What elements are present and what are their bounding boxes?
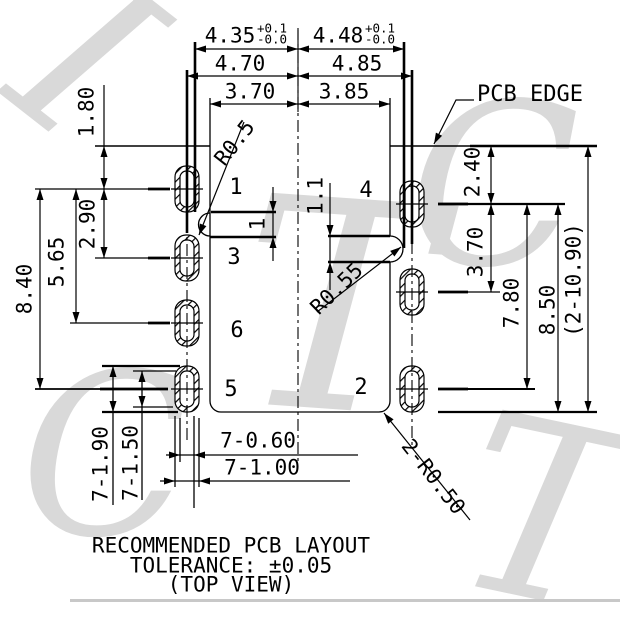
leader-r05 [198, 121, 245, 236]
dim-pad4-to-row2: 3.70 [463, 226, 488, 278]
dim-tolerance-left: +0.1 -0.0 [256, 20, 288, 46]
watermark-letter: C [408, 56, 581, 318]
extension-lines [35, 30, 597, 508]
page-divider [70, 599, 620, 602]
tol-minus: -0.0 [364, 31, 396, 46]
leader-pcb-edge [433, 99, 474, 145]
title-line3: (TOP VIEW) [167, 572, 295, 597]
dim-hole-width: 7-0.60 [220, 428, 296, 453]
corner-radius-left [197, 212, 211, 237]
dim-slot-right: 4.48 [312, 23, 364, 48]
dim-pad1-to-pad3: 2.90 [75, 198, 100, 250]
notch-radius-right [389, 235, 404, 263]
dim-pad1-to-pad6: 5.65 [44, 236, 69, 288]
pad-number-6: 6 [230, 318, 244, 343]
dim-edge-to-pad4: 2.40 [460, 146, 485, 198]
dim-pad4-to-pad2: 7.80 [499, 277, 524, 329]
dim-overall: (2-10.90) [561, 223, 586, 337]
dim-pad4-to-bottom: 8.50 [535, 284, 560, 336]
dim-shell-right: 4.85 [331, 51, 383, 76]
dim-pad-height: 7-1.90 [88, 426, 113, 502]
pad-number-2: 2 [354, 375, 368, 400]
tol-minus: -0.0 [256, 31, 288, 46]
pad-number-1: 1 [229, 175, 243, 200]
dim-body-left: 3.70 [224, 79, 276, 104]
dim-shell-left: 4.70 [214, 51, 266, 76]
dim-hole-height: 7-1.50 [118, 425, 143, 501]
dim-tolerance-right: +0.1 -0.0 [364, 20, 396, 46]
title-line2: TOLERANCE: ±0.05 [129, 553, 333, 578]
dim-slot-left: 4.35 [204, 23, 256, 48]
leader-r050 [383, 412, 471, 521]
body-outline [197, 98, 404, 413]
leader-r055 [316, 246, 402, 313]
pcb-edge-label: PCB EDGE [477, 82, 583, 107]
tol-plus: +0.1 [364, 20, 396, 36]
arrowheads [36, 45, 592, 485]
pad-number-5: 5 [224, 377, 238, 402]
dim-step-right: 1.1 [303, 177, 328, 215]
title-line1: RECOMMENDED PCB LAYOUT [91, 533, 371, 558]
dim-pad-width: 7-1.00 [224, 455, 300, 480]
tol-plus: +0.1 [256, 20, 288, 36]
dimension-lines [39, 48, 589, 521]
pad-number-4: 4 [359, 178, 373, 203]
pad-number-3: 3 [227, 245, 241, 270]
dim-pad1-to-pad5: 8.40 [12, 263, 37, 315]
dim-body-right: 3.85 [318, 79, 370, 104]
dim-edge-to-pad1: 1.80 [74, 86, 99, 138]
watermark-letter: C [20, 326, 193, 588]
pad-3 [171, 234, 203, 282]
dim-step-left: 1 [245, 217, 270, 231]
centerlines [186, 28, 413, 465]
